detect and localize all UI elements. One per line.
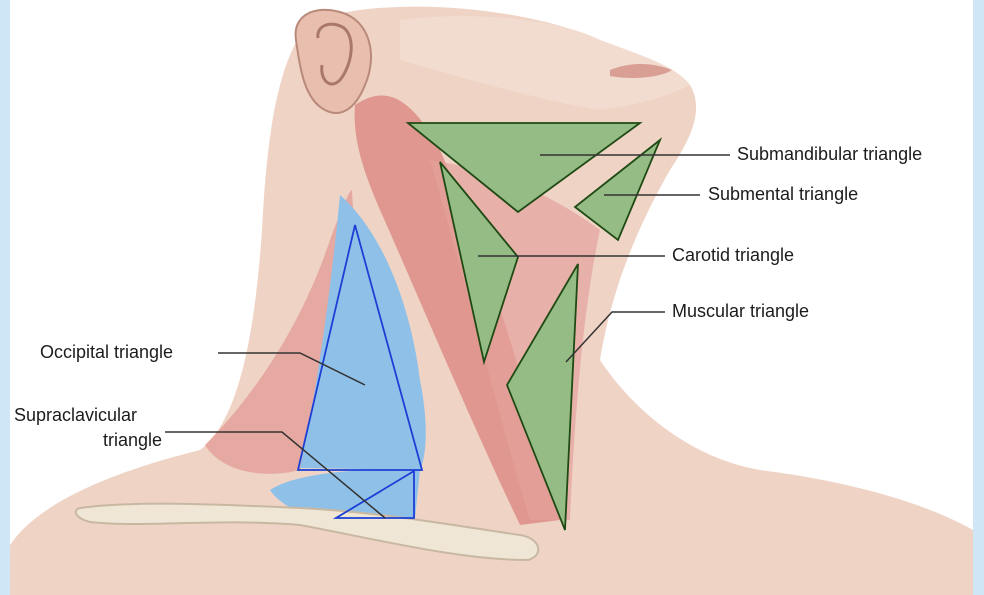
label-supraclavicular-line1: Supraclavicular <box>14 405 162 426</box>
label-submandibular-triangle: Submandibular triangle <box>737 144 922 165</box>
label-occipital-triangle: Occipital triangle <box>40 342 173 363</box>
label-submental-triangle: Submental triangle <box>708 184 858 205</box>
label-muscular-triangle: Muscular triangle <box>672 301 809 322</box>
label-supraclavicular-line2: triangle <box>14 430 162 451</box>
label-carotid-triangle: Carotid triangle <box>672 245 794 266</box>
